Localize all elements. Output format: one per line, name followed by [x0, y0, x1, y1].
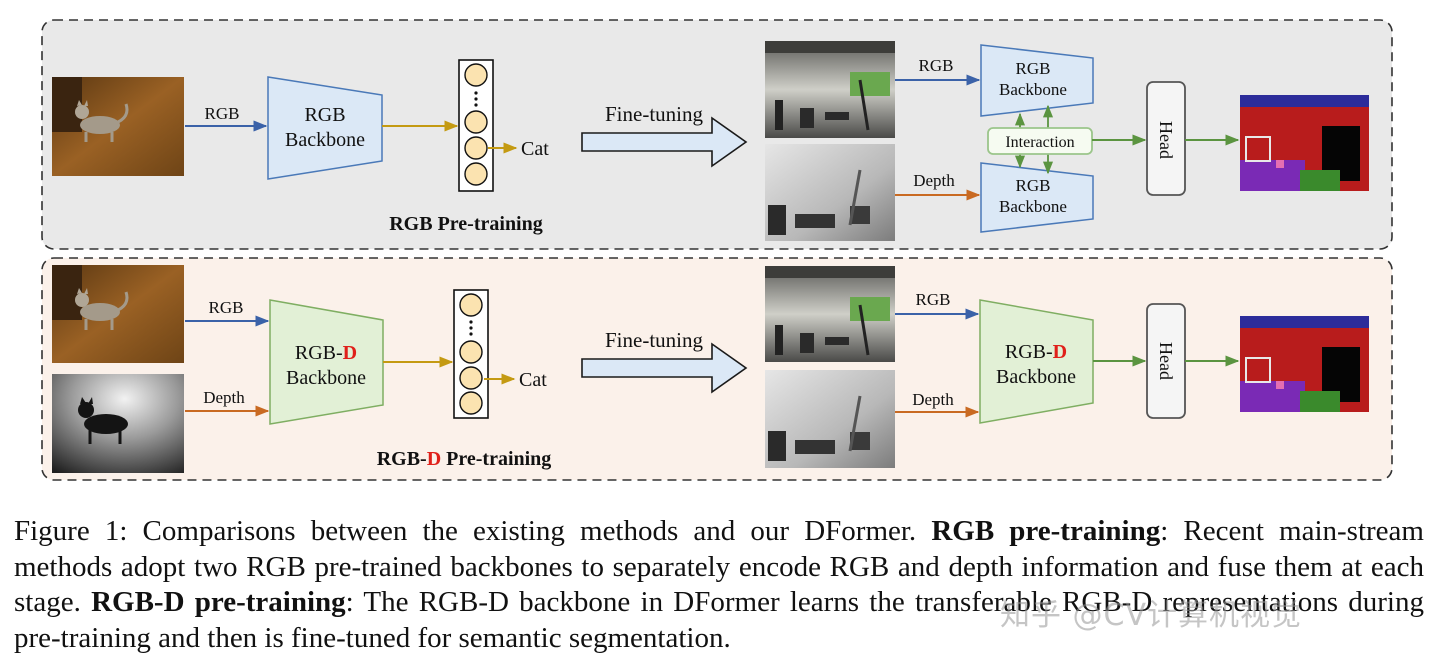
indoor-depth-image-bottom [765, 370, 895, 468]
cat-rgb-image [52, 77, 184, 176]
rgbd-title-highlight: D [427, 448, 441, 470]
segmentation-output-image [1240, 95, 1369, 191]
finetune-rgb-backbone-block: RGB Backbone [980, 44, 1094, 117]
rgb-input-label-bottom: RGB [209, 298, 244, 317]
segmentation-head-bottom: Head [1146, 303, 1186, 419]
rgb-pretraining-title: RGB Pre-training [389, 213, 543, 235]
interaction-module: Interaction [987, 127, 1093, 155]
caption-text-rgbd-pretraining: : The RGB-D backbone in DFormer learns t… [14, 586, 1424, 654]
classification-token-column-bottom [453, 289, 489, 419]
rgb-backbone-block: RGB Backbone [267, 76, 383, 180]
finetuning-arrow [581, 116, 748, 168]
rgb-input-label: RGB [205, 104, 240, 123]
rgbd-backbone-label-line2: Backbone [286, 367, 366, 389]
finetune-rgbd-highlight: D [1053, 341, 1067, 363]
rgb-pretraining-panel: RGB RGB Backbone Cat RGB Pre-training Fi… [41, 19, 1393, 250]
rgbd-pretraining-panel: RGB Depth RGB-D Backbone Cat RGB-D Pre-t… [41, 257, 1393, 481]
depth-input-label: Depth [203, 388, 245, 407]
figure-caption: Figure 1: Comparisons between the existi… [14, 514, 1424, 656]
caption-intro: Comparisons between the existing methods… [127, 515, 932, 547]
rgb-backbone-label-line1: RGB [304, 104, 345, 126]
depth-stream-label: Depth [913, 171, 955, 190]
caption-term-rgbd-pretraining: RGB-D pre-training [91, 586, 346, 618]
rgb-backbone-label-line2: Backbone [285, 129, 365, 151]
head-label: Head [1156, 121, 1176, 159]
segmentation-output-image-bottom [1240, 316, 1369, 412]
dformer-diagram: RGB RGB Backbone Cat RGB Pre-training Fi… [41, 19, 1393, 481]
finetune-depth-backbone-block: RGB Backbone [980, 162, 1094, 233]
classification-token-column [458, 59, 494, 192]
cat-depth-image [52, 374, 184, 473]
rgb-stream-label-bottom: RGB [916, 290, 951, 309]
finetune-depth-backbone-line1: RGB [1016, 176, 1051, 195]
finetune-rgbd-backbone-line2: Backbone [996, 366, 1076, 388]
rgb-stream-label: RGB [919, 56, 954, 75]
finetune-rgbd-backbone-block: RGB-D Backbone [979, 299, 1094, 424]
caption-term-rgb-pretraining: RGB pre-training [931, 515, 1161, 547]
rgbd-backbone-label-line1: RGB-D [295, 342, 357, 364]
indoor-depth-image [765, 144, 895, 241]
rgbd-title-suffix: Pre-training [441, 448, 551, 470]
rgbd-backbone-prefix: RGB- [295, 342, 343, 364]
finetune-rgb-backbone-line1: RGB [1016, 59, 1051, 78]
rgbd-backbone-highlight: D [343, 342, 357, 364]
cat-output-label-bottom: Cat [519, 369, 547, 391]
finetune-rgbd-backbone-line1: RGB-D [1005, 341, 1067, 363]
indoor-rgb-image [765, 41, 895, 138]
indoor-rgb-image-bottom [765, 266, 895, 362]
caption-figure-label: Figure 1: [14, 515, 128, 547]
rgbd-title-prefix: RGB- [377, 448, 427, 470]
finetune-rgbd-prefix: RGB- [1005, 341, 1053, 363]
finetune-rgb-backbone-line2: Backbone [999, 80, 1067, 99]
finetuning-arrow-bottom [581, 342, 748, 394]
depth-stream-label-bottom: Depth [912, 390, 954, 409]
head-label-bottom: Head [1156, 342, 1176, 380]
cat-rgb-image-bottom [52, 265, 184, 363]
finetuning-label: Fine-tuning [605, 102, 703, 126]
caption-text-rgb-pretraining: : Recent main-stream methods adopt two R… [14, 515, 1424, 618]
rgbd-backbone-block: RGB-D Backbone [269, 299, 384, 425]
finetuning-label-bottom: Fine-tuning [605, 328, 703, 352]
finetune-depth-backbone-line2: Backbone [999, 197, 1067, 216]
rgbd-pretraining-title: RGB-D Pre-training [377, 448, 552, 470]
zhihu-watermark: 知乎 @CV计算机视觉 [1000, 598, 1303, 633]
cat-output-label: Cat [521, 138, 549, 160]
interaction-label: Interaction [1005, 134, 1074, 151]
segmentation-head: Head [1146, 81, 1186, 196]
